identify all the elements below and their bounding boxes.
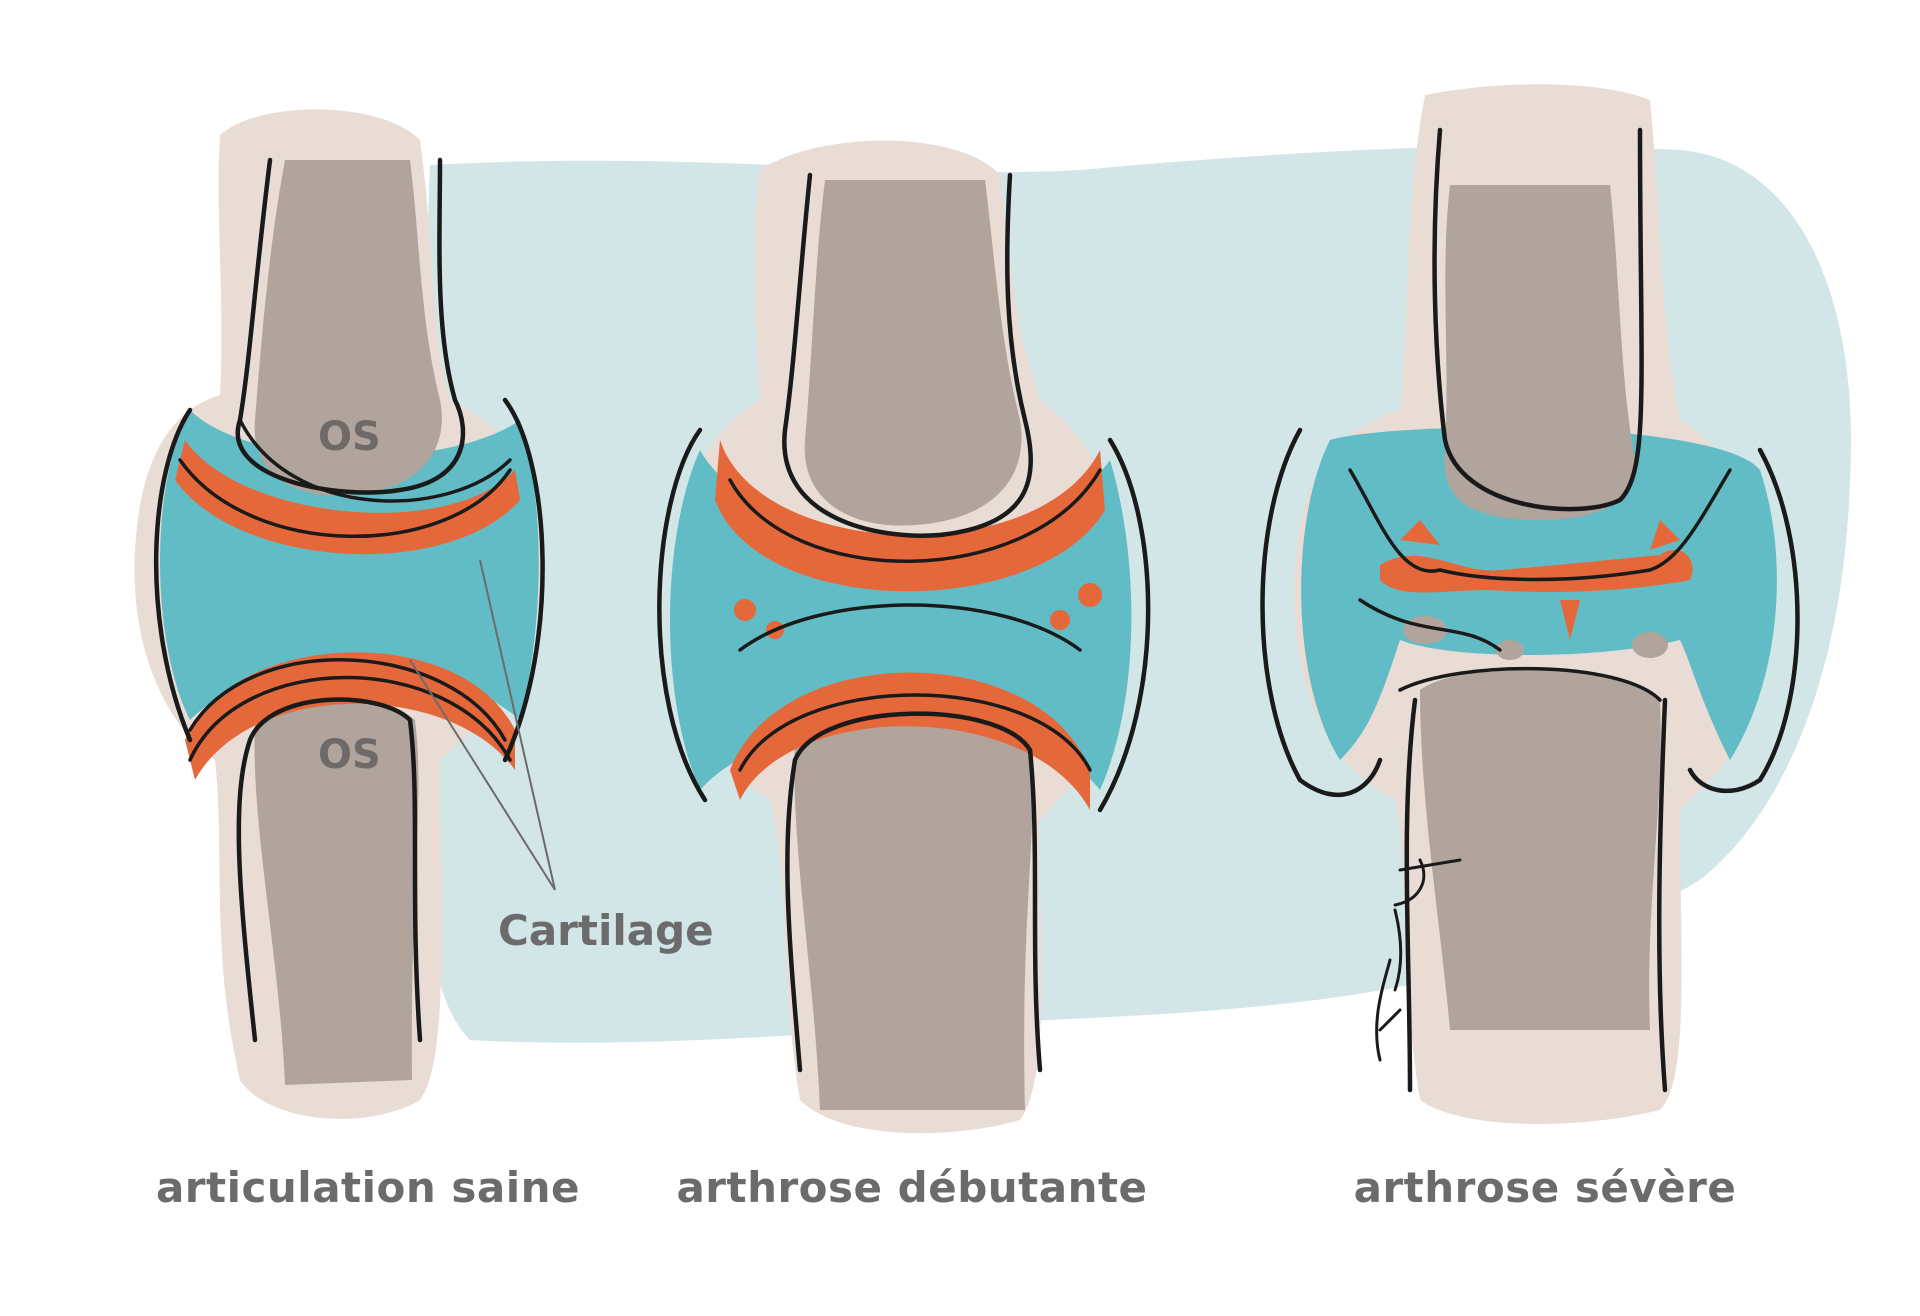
caption-early-arthrosis: arthrose débutante	[676, 1163, 1147, 1212]
early-debris-3	[1050, 610, 1070, 630]
cartilage-label: Cartilage	[498, 906, 714, 955]
early-debris-4	[1078, 583, 1102, 607]
early-upper-bone	[805, 180, 1022, 526]
caption-healthy-joint: articulation saine	[156, 1163, 580, 1212]
caption-severe-arthrosis: arthrose sévère	[1354, 1163, 1737, 1212]
severe-lower-bone	[1420, 669, 1661, 1030]
os-label-upper: OS	[318, 414, 381, 460]
os-label-lower: OS	[318, 732, 381, 778]
severe-cyst-3	[1632, 632, 1668, 658]
severe-upper-bone	[1444, 185, 1635, 520]
early-lower-bone	[794, 710, 1032, 1110]
early-debris-1	[734, 599, 756, 621]
